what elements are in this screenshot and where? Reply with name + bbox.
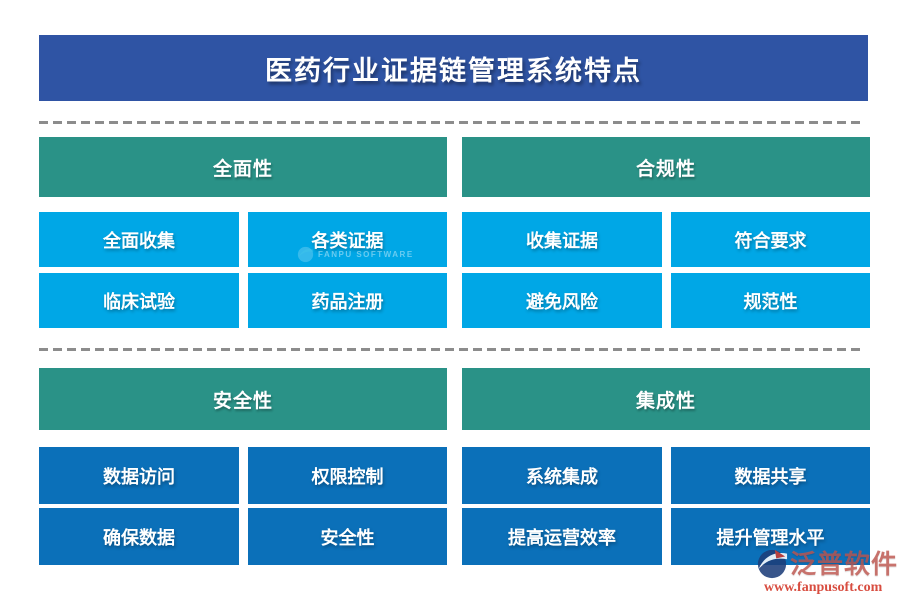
center-watermark: FANPU SOFTWARE <box>297 246 414 263</box>
feature-label: 提升管理水平 <box>716 527 825 548</box>
feature-label: 全面收集 <box>103 230 175 251</box>
feature-label: 符合要求 <box>734 230 807 251</box>
section-header-compliance: 合规性 <box>462 137 870 197</box>
brand-url: www.fanpusoft.com <box>764 580 883 595</box>
feature-label: 各类证据 <box>311 230 384 251</box>
title-bar: 医药行业证据链管理系统特点 <box>39 35 868 101</box>
fanpu-logo: 泛普软件 www.fanpusoft.com <box>756 548 898 595</box>
section-header-label: 安全性 <box>212 390 273 412</box>
section-header-label: 集成性 <box>635 390 696 412</box>
feature-label: 提高运营效率 <box>508 527 616 548</box>
feature-label: 安全性 <box>320 527 375 548</box>
section-header-label: 全面性 <box>212 158 273 180</box>
brand-name: 泛普软件 <box>790 549 899 579</box>
feature-box: 临床试验 <box>39 273 239 328</box>
feature-box: 安全性 <box>248 508 447 565</box>
feature-label: 数据访问 <box>103 466 175 487</box>
feature-box: 数据访问 <box>39 447 239 504</box>
feature-box: 规范性 <box>671 273 870 328</box>
feature-box: 收集证据 <box>462 212 662 267</box>
feature-label: 系统集成 <box>526 466 598 487</box>
feature-box: 权限控制 <box>248 447 447 504</box>
feature-box: 符合要求 <box>671 212 870 267</box>
dashed-separator-middle <box>39 348 863 351</box>
feature-label: 确保数据 <box>103 527 175 548</box>
feature-box: 各类证据 <box>248 212 447 267</box>
feature-box: 确保数据 <box>39 508 239 565</box>
page-title: 医药行业证据链管理系统特点 <box>265 55 642 86</box>
dashed-separator-top <box>39 121 863 124</box>
feature-box: 避免风险 <box>462 273 662 328</box>
section-header-label: 合规性 <box>635 158 696 180</box>
feature-label: 药品注册 <box>311 291 384 312</box>
feature-box: 药品注册 <box>248 273 447 328</box>
feature-label: 临床试验 <box>103 291 175 312</box>
feature-label: 收集证据 <box>526 230 598 251</box>
section-header-security: 安全性 <box>39 368 447 430</box>
feature-label: 权限控制 <box>311 466 384 487</box>
watermark-text: FANPU SOFTWARE <box>318 250 414 259</box>
watermark-icon <box>297 246 314 263</box>
feature-box: 提高运营效率 <box>462 508 662 565</box>
fanpu-logo-icon <box>757 549 788 579</box>
fanpu-logo-row: 泛普软件 <box>756 548 898 580</box>
section-header-integration: 集成性 <box>462 368 870 430</box>
section-header-comprehensive: 全面性 <box>39 137 447 197</box>
feature-label: 避免风险 <box>526 291 598 312</box>
feature-box: 数据共享 <box>671 447 870 504</box>
feature-box: 全面收集 <box>39 212 239 267</box>
feature-label: 规范性 <box>743 291 798 312</box>
feature-box: 系统集成 <box>462 447 662 504</box>
feature-label: 数据共享 <box>734 466 807 487</box>
